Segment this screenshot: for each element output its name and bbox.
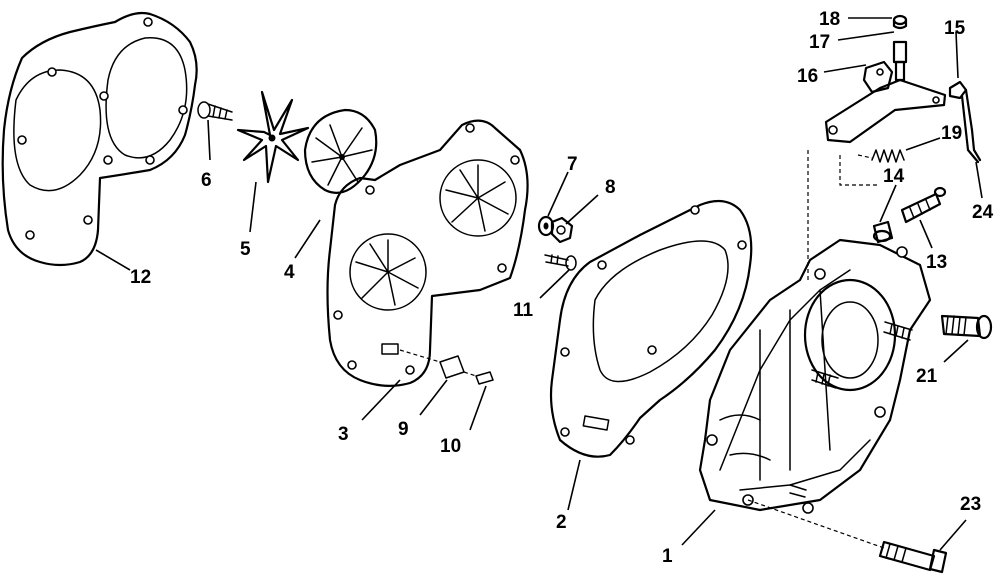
callout-10: 10 [440,436,461,457]
callout-12: 12 [130,267,151,288]
housing-plate-3 [326,119,529,387]
callout-17: 17 [809,32,830,53]
callout-11: 11 [513,300,534,321]
pump-body-1 [698,238,932,514]
screw-6 [197,101,233,121]
callout-6: 6 [201,170,212,191]
linkage-arm-16 [807,60,947,282]
callout-19: 19 [941,123,962,144]
callout-7: 7 [567,154,578,175]
callout-13: 13 [926,252,947,273]
callout-14: 14 [883,166,905,187]
callout-8: 8 [605,177,616,198]
rod-24 [960,88,982,164]
screw-10 [463,371,494,385]
callout-3: 3 [338,424,349,445]
screw-11 [544,254,577,271]
spring-19 [857,149,905,163]
callout-5: 5 [240,239,251,260]
callout-24: 24 [972,202,994,223]
nut-15 [948,80,968,100]
leader-lines [95,17,983,551]
callout-16: 16 [797,66,818,87]
gasket-2 [549,199,753,458]
callout-4: 4 [284,262,295,283]
sleeve-13 [900,186,947,224]
callout-18: 18 [819,9,840,30]
callout-9: 9 [398,419,409,440]
post-17 [892,40,908,82]
impeller-disk-4 [303,108,378,194]
impeller-5 [236,90,310,184]
bolt-23 [747,499,948,574]
gasket-12 [1,11,198,267]
nut-8 [550,216,574,244]
callout-2: 2 [556,512,567,533]
callout-23: 23 [960,494,981,515]
callout-labels: 12 6 5 4 3 9 10 7 8 11 2 1 13 14 15 16 1… [130,9,994,567]
callout-15: 15 [944,18,966,39]
bolt-21 [940,314,993,340]
callout-1: 1 [662,546,673,567]
plug-14 [872,220,894,244]
cap-18 [892,14,908,30]
callout-21: 21 [916,366,938,387]
